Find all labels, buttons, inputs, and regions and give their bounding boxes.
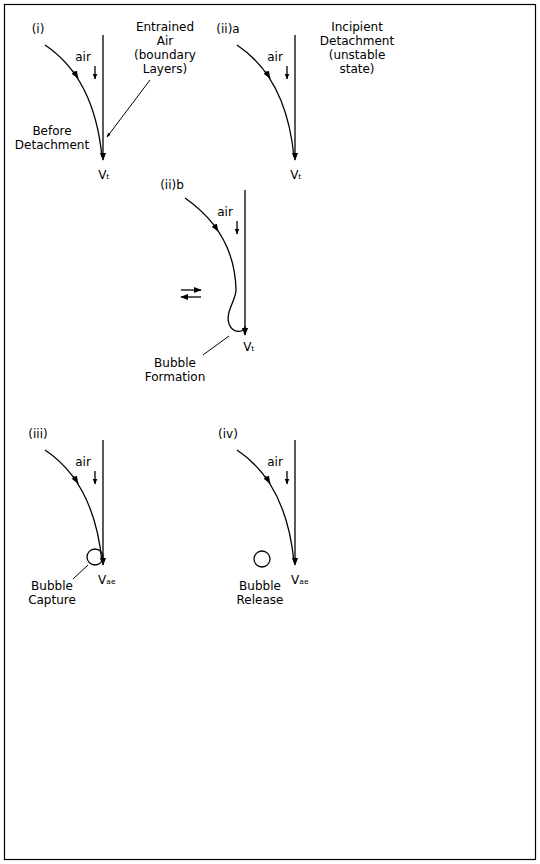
jet-sketch bbox=[237, 35, 295, 160]
bubble bbox=[87, 549, 103, 565]
velocity-label: Vₜ bbox=[243, 340, 255, 354]
callout-text: Entrained Air (boundary Layers) bbox=[134, 20, 196, 76]
callout-text: Bubble Release bbox=[237, 579, 284, 607]
panel-label: (i) bbox=[32, 22, 45, 36]
frame bbox=[5, 5, 536, 860]
velocity-label: Vₐₑ bbox=[291, 573, 309, 587]
flow-label: air bbox=[75, 50, 91, 64]
panel-label: (iv) bbox=[218, 427, 238, 441]
state-label: Incipient Detachment (unstable state) bbox=[320, 20, 394, 76]
jet-sketch bbox=[181, 190, 245, 335]
leader-line bbox=[107, 80, 150, 137]
velocity-label: Vₜ bbox=[98, 168, 110, 182]
leader-line bbox=[73, 565, 88, 579]
panel-label: (iii) bbox=[28, 427, 47, 441]
velocity-label: Vₐₑ bbox=[98, 573, 116, 587]
bubble bbox=[254, 551, 270, 567]
panel-label: (ii)a bbox=[216, 22, 239, 36]
callout-text: Bubble Formation bbox=[145, 356, 206, 384]
state-label: Before Detachment bbox=[15, 124, 89, 152]
velocity-label: Vₜ bbox=[290, 168, 302, 182]
flow-label: air bbox=[267, 50, 283, 64]
jet-sketch bbox=[45, 440, 103, 565]
flow-label: air bbox=[75, 455, 91, 469]
jet-sketch bbox=[237, 440, 295, 565]
flow-label: air bbox=[267, 455, 283, 469]
callout-text: Bubble Capture bbox=[28, 579, 76, 607]
leader-line bbox=[203, 336, 229, 355]
panel-label: (ii)b bbox=[160, 178, 184, 192]
flow-label: air bbox=[217, 205, 233, 219]
